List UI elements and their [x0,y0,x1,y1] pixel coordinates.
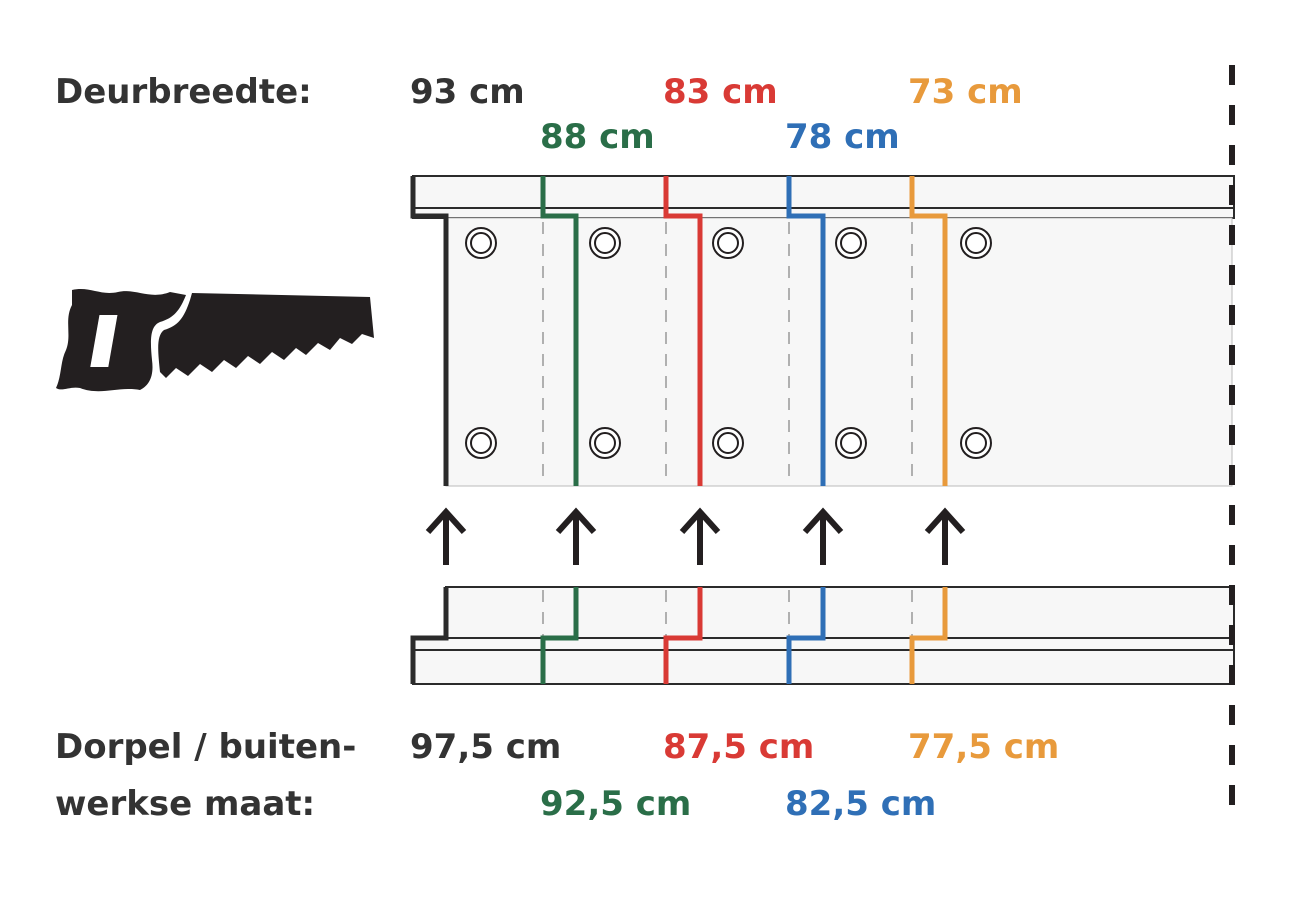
saw-icon [56,289,374,392]
hinge-screw-inner [965,232,987,254]
cut-line-bottom [786,587,826,684]
cut-line-bottom [909,587,948,684]
hinge-screw-inner [717,432,739,454]
sill-width-value: 97,5 cm [410,727,561,767]
arrow-up-icon [802,507,844,565]
hinge-screw-inner [470,432,492,454]
saw-handle-hole [90,315,118,367]
sill-label-line2: werkse maat: [55,784,315,824]
hinge-screw-inner [717,232,739,254]
arrow-up-icon [555,507,597,565]
hinge-screw-inner [840,432,862,454]
sill-width-value: 92,5 cm [540,784,691,824]
door-width-value: 73 cm [908,72,1023,112]
sill-width-value: 87,5 cm [663,727,814,767]
arrow-up-icon [679,507,721,565]
cut-line-bottom [663,587,703,684]
door-width-value: 78 cm [785,117,900,157]
cut-line-top [663,176,703,486]
cut-line-bottom [540,587,579,684]
cut-line-top [540,176,579,486]
hinge-screw-inner [470,232,492,254]
top-sill [412,175,1235,219]
door-width-value: 93 cm [410,72,525,112]
bottom-sill [412,637,1235,685]
cut-line-top [410,176,449,486]
hinge-screw-inner [840,232,862,254]
arrow-up-icon [425,507,467,565]
door-width-value: 83 cm [663,72,778,112]
hinge-screw-inner [965,432,987,454]
door-width-value: 88 cm [540,117,655,157]
hinge-screw-inner [594,232,616,254]
door-width-label: Deurbreedte: [55,72,312,112]
cut-line-top [786,176,826,486]
arrow-up-icon [924,507,966,565]
cut-line-top [909,176,948,486]
sill-width-value: 82,5 cm [785,784,936,824]
hinge-screw-inner [594,432,616,454]
sill-width-value: 77,5 cm [908,727,1059,767]
sill-label-line1: Dorpel / buiten- [55,727,356,767]
bottom-panel [445,586,1235,639]
cut-line-bottom [410,587,449,684]
